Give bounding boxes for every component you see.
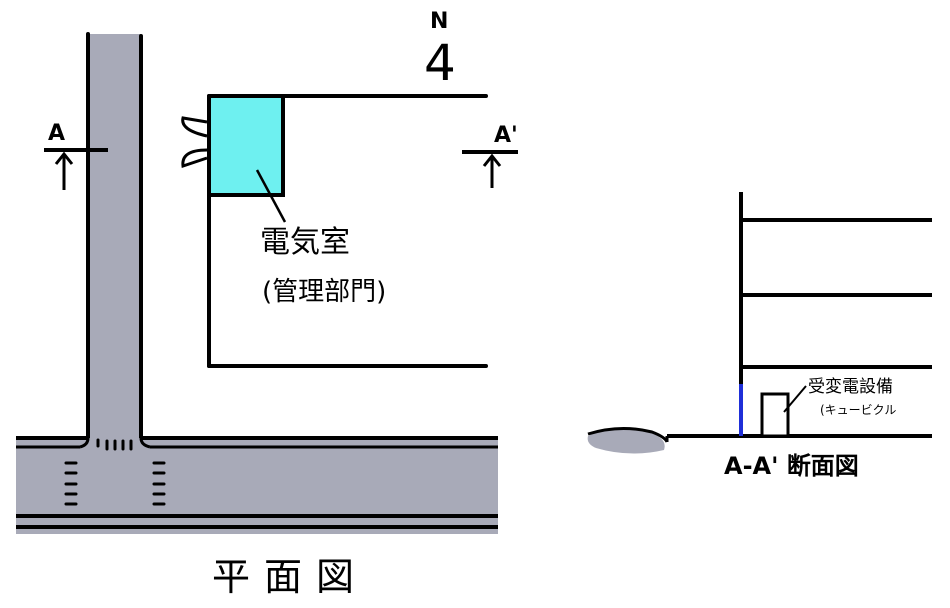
curb-corner-left [79,437,90,449]
equipment-sublabel: (キュービクル [820,403,896,417]
cubicle-equipment [760,392,790,438]
north-letter: N [430,9,448,34]
crosswalk-marks [64,438,166,506]
electrical-room-fill [211,98,283,194]
equipment-leader-line [783,385,807,413]
room-leader-line [255,169,287,223]
section-arrow-right-head [482,153,502,167]
plan-view: 電気室 (管理部門) A A' N 4 平面図 [16,9,518,599]
terrain-fill [587,428,665,454]
section-marker-right: A' [462,123,518,188]
north-arrow: N 4 [424,9,456,92]
room-label: 電気室 [260,225,350,260]
section-marker-left: A [44,121,108,190]
section-marker-right-label: A' [494,123,518,148]
horizontal-road [16,436,498,534]
section-title: A-A' 断面図 [724,452,859,480]
vertical-road [86,32,143,444]
section-view: 受変電設備 (キュービクル A-A' 断面図 [587,192,932,480]
section-arrow-left-head [54,151,74,165]
horizontal-road-surface [16,438,498,534]
equipment-label: 受変電設備 [808,377,893,397]
plan-title: 平面図 [212,555,368,599]
north-arrow-icon: 4 [424,34,456,92]
room-door-icon [181,116,208,169]
section-marker-left-label: A [48,121,65,146]
curb-corner-right [139,437,151,449]
building-outline [207,94,488,368]
electrical-room [209,96,285,197]
vertical-road-surface [87,34,141,444]
room-sublabel: (管理部門) [262,277,386,307]
terrain-edge [587,426,669,443]
